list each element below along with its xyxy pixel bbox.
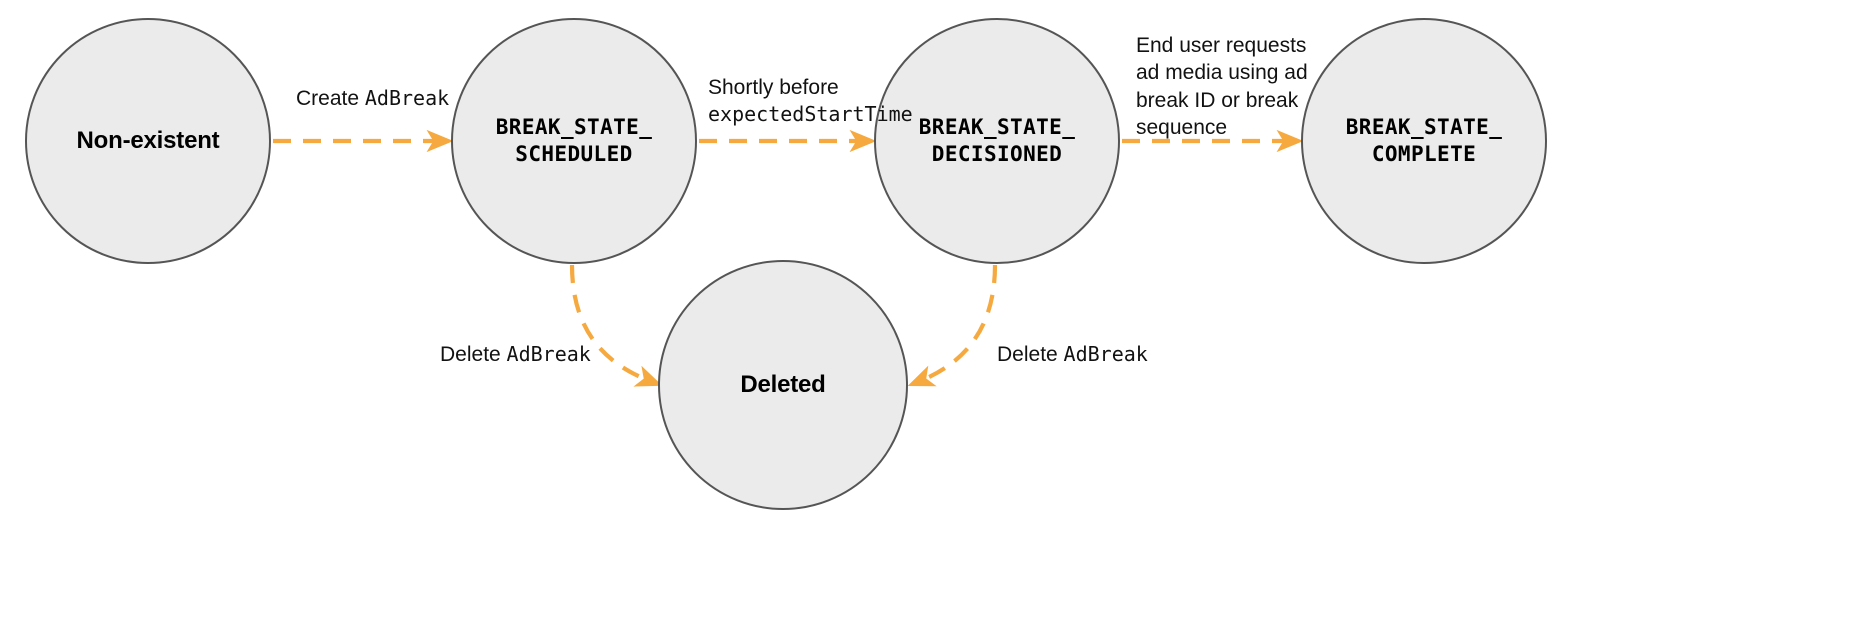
edge-label-run: Shortly before (708, 76, 839, 99)
edge-label-run: Create (296, 87, 365, 110)
edge-label-run: AdBreak (506, 342, 591, 366)
edge-label-line: Delete AdBreak (440, 341, 591, 368)
edge-label-line: sequence (1136, 114, 1308, 141)
edge-label-line: End user requests (1136, 32, 1308, 59)
node-break-state-decisioned[interactable]: BREAK_STATE_ DECISIONED (874, 18, 1120, 264)
edge-label-delete-adbreak-from-scheduled: Delete AdBreak (440, 341, 591, 368)
edge-label-line: Delete AdBreak (997, 341, 1148, 368)
edge-label-line: break ID or break (1136, 87, 1308, 114)
edge-label-line: Shortly before (708, 74, 913, 101)
edge-label-line: Create AdBreak (296, 85, 449, 112)
node-label-break-state-decisioned: BREAK_STATE_ DECISIONED (918, 114, 1076, 166)
node-non-existent[interactable]: Non-existent (25, 18, 271, 264)
edge-delete-adbreak-from-decisioned (907, 264, 998, 387)
edge-label-line: expectedStartTime (708, 101, 913, 128)
edge-label-run: Delete (997, 343, 1064, 366)
node-label-break-state-complete: BREAK_STATE_ COMPLETE (1345, 114, 1503, 166)
edge-label-delete-adbreak-from-decisioned: Delete AdBreak (997, 341, 1148, 368)
edge-label-run: End user requests (1136, 34, 1307, 57)
node-deleted[interactable]: Deleted (658, 260, 908, 510)
edge-label-run: AdBreak (364, 86, 450, 110)
node-label-deleted: Deleted (740, 371, 826, 399)
node-break-state-scheduled[interactable]: BREAK_STATE_ SCHEDULED (451, 18, 697, 264)
edge-label-shortly-before-expectedstarttime: Shortly before expectedStartTime (708, 74, 913, 129)
edge-label-create-adbreak: Create AdBreak (296, 85, 449, 112)
edge-label-run: Delete (440, 343, 507, 366)
node-break-state-complete[interactable]: BREAK_STATE_ COMPLETE (1301, 18, 1547, 264)
node-label-break-state-scheduled: BREAK_STATE_ SCHEDULED (495, 114, 653, 166)
edge-label-line: ad media using ad (1136, 59, 1308, 86)
edge-label-end-user-requests-ad-media: End user requests ad media using ad break … (1136, 32, 1308, 141)
edge-label-run: expectedStartTime (708, 102, 913, 127)
edge-label-run: break ID or break (1136, 88, 1299, 112)
edge-label-run: sequence (1136, 115, 1228, 139)
edge-label-run: AdBreak (1063, 342, 1148, 366)
edge-label-run: ad media using ad (1136, 61, 1308, 85)
node-label-non-existent: Non-existent (76, 127, 220, 155)
